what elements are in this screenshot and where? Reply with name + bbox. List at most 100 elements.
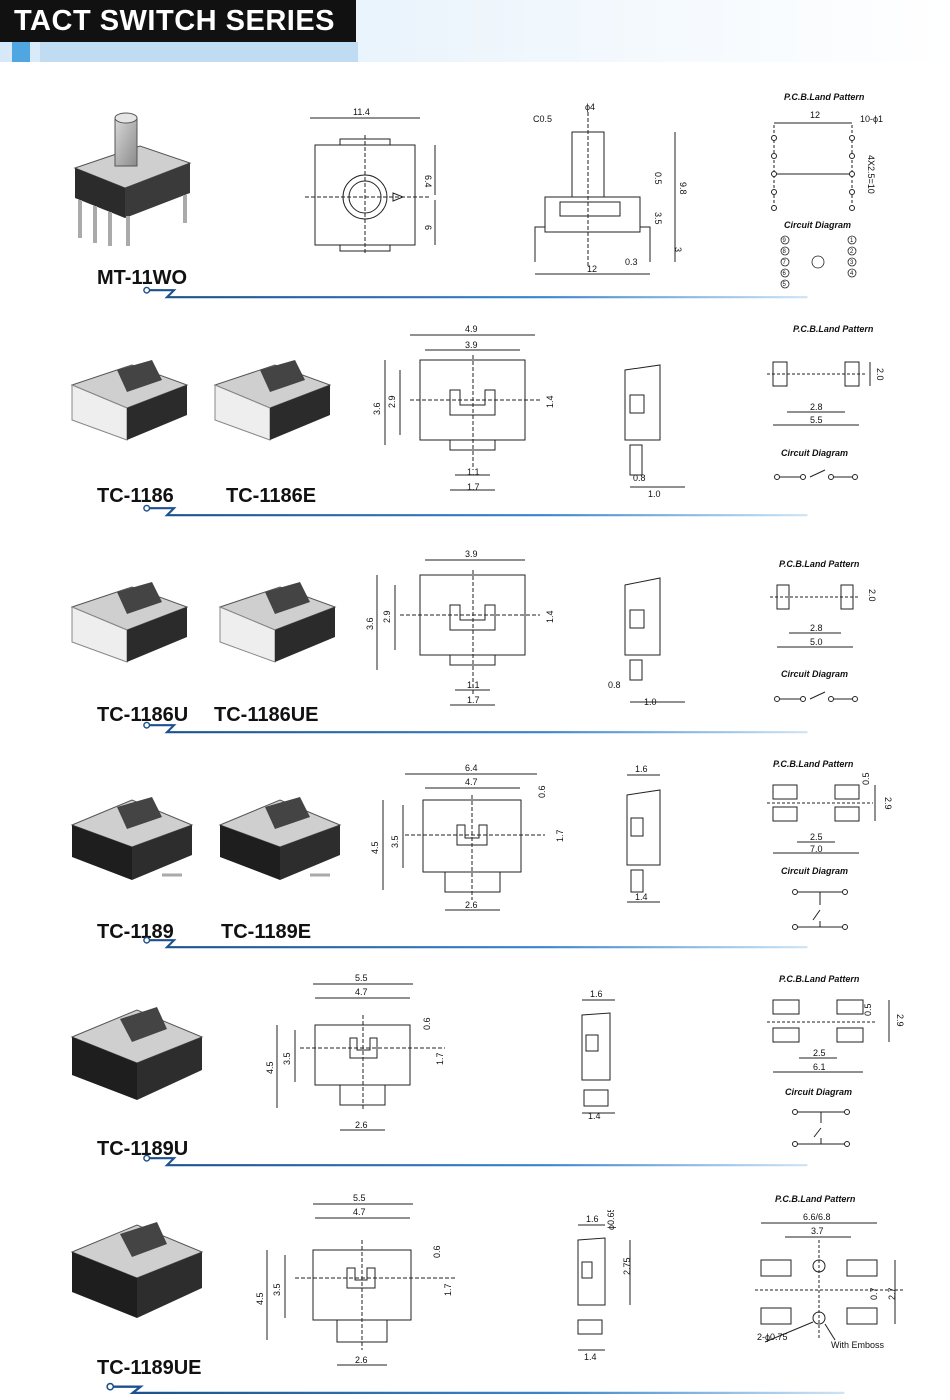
top-view-drawing-tc-1189: 6.4 4.7 0.6 4.5 3.5 1.7 2.6 — [370, 763, 565, 911]
dim-label: 1.7 — [435, 1052, 445, 1065]
dim-label: 2.6 — [355, 1120, 368, 1130]
side-view-drawing-tc-1189ue: 1.6 ϕ0.65 2.75 1.4 — [577, 1210, 632, 1362]
dim-label: 3.5 — [390, 835, 400, 848]
dim-label: 0.6 — [537, 785, 547, 798]
product-photo-tc-1189ue — [70, 1222, 204, 1318]
pcb-and-circuit-tc-1189: P.C.B.Land Pattern 0.5 2.9 2.5 7.0 Circu… — [767, 759, 893, 930]
dim-label: 5.0 — [810, 637, 823, 647]
dim-label: 2.9 — [387, 395, 397, 408]
dim-label: 2.5 — [813, 1048, 826, 1058]
pcb-and-circuit-tc-1186u: P.C.B.Land Pattern 2.0 2.8 5.0 Circuit D… — [770, 559, 877, 702]
dim-label: 4.5 — [255, 1292, 265, 1305]
side-view-drawing-tc-1189: 1.6 1.4 — [626, 764, 661, 903]
product-photo-tc-1186e — [213, 360, 332, 441]
dim-label: 1.7 — [555, 829, 565, 842]
section-tc-1186u: TC-1186U TC-1186UE 3.9 3.6 2.9 1.4 1.1 1… — [0, 540, 950, 735]
dim-label: 1.6 — [590, 989, 603, 999]
product-photo-tc-1186u — [70, 582, 189, 663]
dim-label: 5.5 — [353, 1193, 366, 1203]
pin-label: 4 — [850, 271, 854, 277]
dim-label: 2.0 — [875, 368, 885, 381]
section-separator — [143, 286, 808, 299]
page-title: TACT SWITCH SERIES — [0, 0, 356, 42]
dim-label: 3.5 — [282, 1052, 292, 1065]
side-view-drawing-tc-1186u: 0.8 1.0 — [608, 577, 685, 707]
circuit-diagram-title: Circuit Diagram — [784, 220, 851, 230]
dim-label: 2.0 — [867, 589, 877, 602]
dim-label: 3.5 — [653, 212, 663, 225]
section-separator — [143, 1154, 808, 1167]
dim-label: 4.5 — [265, 1061, 275, 1074]
dim-label: 1.0 — [644, 697, 657, 707]
model-name: TC-1186E — [226, 485, 317, 507]
dim-label: 3.6 — [365, 617, 375, 630]
emboss-label: With Emboss — [831, 1340, 885, 1350]
dim-label: 1.1 — [467, 680, 480, 690]
section-tc-1189ue: TC-1189UE 5.5 4.7 0.6 4.5 3.5 1.7 2.6 1 — [0, 1185, 950, 1395]
product-photo-mt-11wo — [73, 112, 192, 246]
pcb-and-circuit-tc-1186: P.C.B.Land Pattern 2.0 2.8 5.5 Circuit D… — [767, 324, 885, 480]
dim-label: 3.5 — [272, 1283, 282, 1296]
side-view-drawing-mt-11wo: ϕ4 C0.5 0.5 9.8 3.5 3 12 0.3 — [533, 102, 688, 275]
pin-label: 1 — [850, 238, 854, 244]
pin-label: 7 — [783, 260, 787, 266]
pcb-pattern-title: P.C.B.Land Pattern — [773, 759, 854, 769]
circuit-diagram-title: Circuit Diagram — [781, 448, 848, 458]
header-tab-accent — [12, 42, 30, 62]
product-photo-tc-1189 — [70, 797, 194, 880]
pcb-and-circuit-tc-1189u: P.C.B.Land Pattern 0.5 2.9 2.5 6.1 Circu… — [767, 974, 905, 1147]
product-photo-tc-1189u — [70, 1007, 204, 1100]
dim-label: 2.5 — [810, 832, 823, 842]
pin-label: 9 — [783, 238, 787, 244]
dim-label: 1.4 — [588, 1111, 601, 1121]
dim-label: 0.5 — [653, 172, 663, 185]
section-separator — [143, 721, 808, 734]
dim-label: 2.9 — [895, 1014, 905, 1027]
dim-label: ϕ0.65 — [606, 1210, 616, 1230]
top-view-drawing-mt-11wo: 11.4 6.4 6 — [305, 107, 436, 255]
model-name: TC-1186 — [97, 485, 174, 507]
section-separator — [106, 1382, 845, 1395]
dim-label: 10-ϕ1 — [860, 114, 883, 124]
dim-label: 2.9 — [382, 610, 392, 623]
dim-label: 6.4 — [465, 763, 478, 773]
dim-label: 2.8 — [810, 623, 823, 633]
dim-label: 1.4 — [545, 395, 555, 408]
dim-label: 5.5 — [810, 415, 823, 425]
dim-label: 4X2.5=10 — [866, 155, 876, 194]
side-view-drawing-tc-1186: 0.8 1.0 — [624, 364, 685, 499]
dim-label: 4.9 — [465, 324, 478, 334]
product-photo-tc-1186 — [70, 360, 189, 441]
section-tc-1186: TC-1186 TC-1186E 4.9 3.9 3.6 2.9 1.4 1.1… — [0, 320, 950, 515]
pcb-pattern-title: P.C.B.Land Pattern — [784, 92, 865, 102]
dim-label: 2.6 — [465, 900, 478, 910]
pcb-pattern-title: P.C.B.Land Pattern — [779, 559, 860, 569]
top-view-drawing-tc-1189u: 5.5 4.7 0.6 4.5 3.5 1.7 2.6 — [265, 973, 445, 1131]
circuit-diagram-title: Circuit Diagram — [781, 866, 848, 876]
section-tc-1189u: TC-1189U 5.5 4.7 0.6 4.5 3.5 1.7 2.6 1.6… — [0, 970, 950, 1165]
dim-label: C0.5 — [533, 114, 552, 124]
dim-label: 6.4 — [423, 175, 433, 188]
dim-label: 0.5 — [863, 1003, 873, 1016]
pin-label: 5 — [783, 282, 787, 288]
dim-label: 2.6 — [355, 1355, 368, 1365]
dim-label: 0.7 — [869, 1287, 879, 1300]
model-name: MT-11WO — [97, 267, 188, 289]
model-name: TC-1189UE — [97, 1357, 202, 1379]
dim-label: 0.6 — [432, 1245, 442, 1258]
dim-label: 1.6 — [586, 1214, 599, 1224]
dim-label: 0.3 — [625, 257, 638, 267]
top-view-drawing-tc-1186: 4.9 3.9 3.6 2.9 1.4 1.1 1.7 — [372, 324, 555, 492]
section-mt-11wo: MT-11WO 11.4 6.4 6 ϕ4 C0.5 0.5 9.8 — [0, 80, 950, 305]
dim-label: 1.6 — [635, 764, 648, 774]
dim-label: 6 — [423, 225, 433, 230]
dim-label: 1.7 — [443, 1283, 453, 1296]
dim-label: 3.6 — [372, 402, 382, 415]
header-tab-light — [40, 42, 358, 62]
dim-label: 1.7 — [467, 482, 480, 492]
dim-label: 11.4 — [353, 107, 370, 117]
dim-label: 0.8 — [608, 680, 621, 690]
dim-label: 3.7 — [811, 1226, 824, 1236]
model-name: TC-1189U — [97, 1138, 189, 1160]
dim-label: 4.7 — [465, 777, 478, 787]
